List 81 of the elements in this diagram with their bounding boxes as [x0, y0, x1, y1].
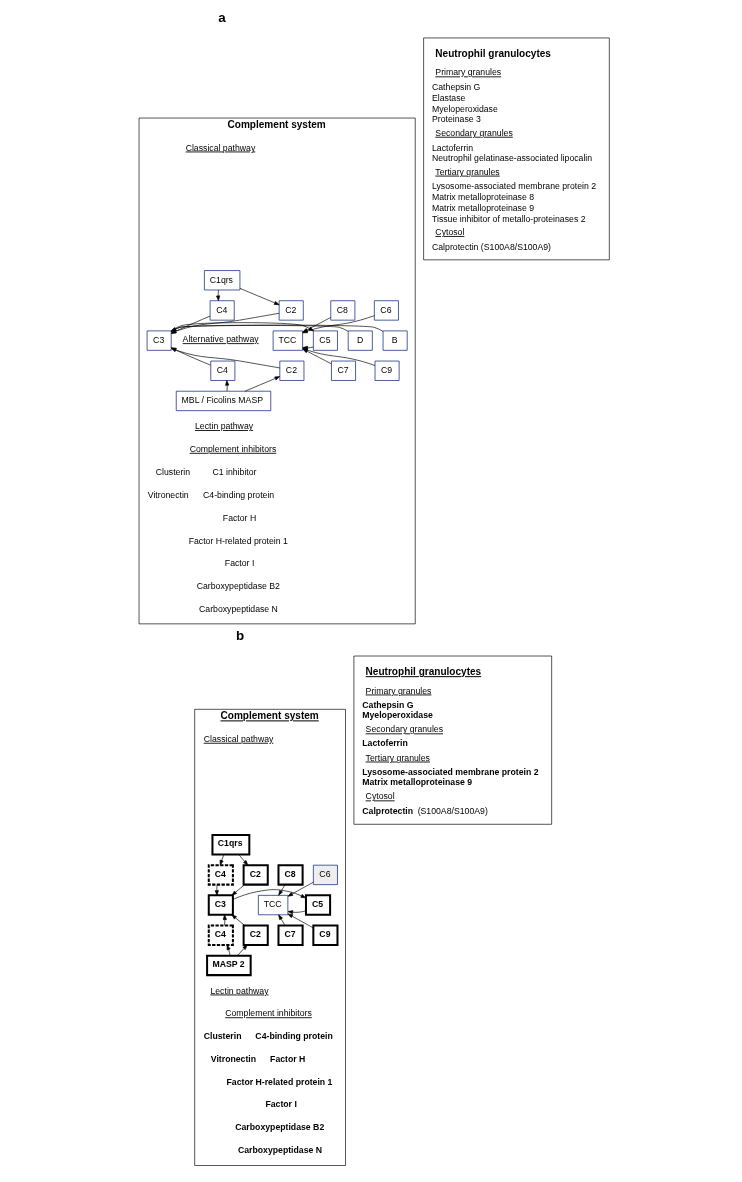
label: b: [235, 627, 244, 643]
node-box: D: [347, 330, 373, 351]
node-box: C1qrs: [203, 270, 240, 291]
arrow: [170, 315, 210, 334]
arrow: [301, 348, 375, 366]
label: C4-binding protein: [254, 1031, 333, 1042]
node-box: C4: [209, 360, 235, 381]
label: C1 inhibitor: [211, 467, 256, 478]
node-box: C4: [209, 300, 235, 321]
arrow: [302, 345, 314, 350]
label: Complement inhibitors: [224, 1008, 312, 1019]
arrow: [287, 881, 314, 897]
arrow: [287, 910, 306, 915]
arrow: [226, 944, 231, 956]
arrow: [301, 348, 332, 365]
node-box: C7: [276, 924, 304, 946]
label: Lectin pathway: [194, 421, 253, 432]
node-box: C2: [278, 360, 304, 381]
arrow: [222, 914, 227, 926]
label: Carboxypeptidase N: [237, 1145, 322, 1156]
arrow: [236, 944, 248, 956]
node-box: C4: [207, 864, 234, 886]
label: Vitronectin: [210, 1053, 256, 1064]
label: Carboxypeptidase B2: [196, 581, 280, 592]
arrow: [215, 289, 220, 301]
label: Alternative pathway: [182, 334, 259, 345]
label: Classical pathway: [185, 142, 255, 153]
node-box: MBL / Ficolins MASP: [175, 390, 271, 412]
label: Factor I: [264, 1099, 297, 1110]
node-box: TCC: [272, 330, 303, 351]
arrow: [170, 347, 280, 369]
arrow: [232, 889, 306, 900]
arrow: [287, 913, 313, 929]
node-box: MASP 2: [205, 954, 252, 977]
node-box: C1qrs: [210, 834, 250, 856]
arrow: [277, 914, 285, 926]
label: Classical pathway: [203, 733, 273, 744]
arrow: [224, 380, 229, 392]
node-box: C5: [304, 894, 331, 916]
label: Clusterin: [203, 1031, 241, 1042]
node-box: C2: [242, 864, 269, 886]
node-box: C2: [278, 300, 304, 321]
node-box: TCC: [257, 894, 288, 916]
label: Complement inhibitors: [189, 443, 276, 454]
arrow: [219, 854, 224, 866]
node-box: C3: [207, 894, 234, 916]
label: Vitronectin: [147, 490, 189, 501]
arrow: [239, 288, 279, 306]
node-box: C3: [146, 330, 172, 351]
label: Clusterin: [155, 467, 190, 478]
node-box: Neutrophil granulocytes Primary granules Cathepsin G Myeloperoxidase Secondary granules Lactoferrin Tertiary granules Lysosome-associated membrane protein 2 Matrix metalloproteinase 9 Cytosol Calprotectin (S100A8/S100A9): [353, 655, 552, 825]
label: Carboxypeptidase N: [198, 604, 278, 615]
label: Factor H: [269, 1053, 305, 1064]
label: Factor H-related protein 1: [226, 1076, 332, 1087]
label: Lectin pathway: [209, 985, 268, 996]
node-box: C4: [207, 924, 234, 946]
node-box: C6: [312, 864, 338, 886]
node-box: C8: [276, 864, 304, 886]
node-box: B: [382, 330, 408, 351]
label: C4-binding protein: [202, 490, 274, 501]
node-box: C7: [330, 360, 356, 381]
label: Carboxypeptidase B2: [234, 1122, 324, 1133]
label: Factor H: [222, 512, 256, 523]
arrow: [277, 884, 285, 896]
node-box: C8: [329, 300, 355, 321]
arrow: [214, 884, 219, 896]
label: Factor I: [224, 558, 254, 569]
label: a: [217, 9, 226, 25]
arrow: [237, 854, 248, 866]
arrow: [170, 347, 211, 366]
label: Factor H-related protein 1: [188, 535, 288, 546]
arrow: [231, 914, 245, 926]
arrow: [244, 376, 280, 392]
node-box: C5: [312, 330, 338, 351]
node-box: C9: [311, 924, 338, 946]
node-box: C6: [373, 300, 399, 321]
arrow: [231, 884, 245, 896]
node-box: C2: [242, 924, 269, 946]
node-box: Neutrophil granulocytes Primary granules Cathepsin G Elastase Myeloperoxidase Proteinase 3 Secondary granules Lactoferrin Neutrophil gelatinase-associated lipocalin Tertiary granules Lysosome-associated membrane protein 2 Matrix metalloproteinase 8 Matrix metalloproteinase 9 Tissue inhibitor of metallo-proteinases 2 Cytosol Calprotectin (S100A8/S100A9): [422, 37, 610, 261]
node-box: C9: [374, 360, 400, 381]
arrow: [170, 312, 279, 334]
